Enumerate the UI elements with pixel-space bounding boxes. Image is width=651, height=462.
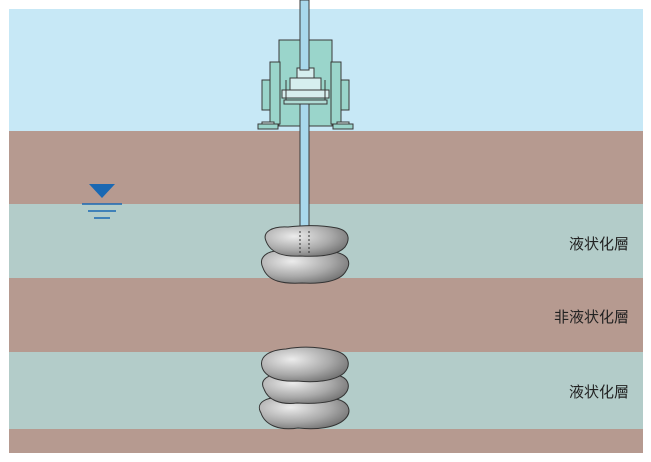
- rig-left-frame: [269, 61, 281, 125]
- rig-left-leg: [261, 79, 271, 111]
- gravel-stone: [261, 346, 349, 383]
- gravel-stone: [264, 225, 349, 257]
- surface-soil-layer: [9, 131, 643, 204]
- lower-liquefiable-layer-label: 液状化層: [568, 383, 629, 401]
- upper-stone-group: [261, 225, 350, 284]
- rig-right-frame: [330, 61, 342, 125]
- bottom-soil-layer: [9, 429, 643, 453]
- water-table-icon: [82, 184, 122, 219]
- non-liquefiable-layer-label: 非液状化層: [553, 308, 629, 326]
- lower-stone-group: [259, 346, 350, 430]
- rig-right-leg: [340, 79, 350, 111]
- drill-rod: [299, 0, 310, 233]
- upper-liquefiable-layer-label: 液状化層: [568, 235, 629, 253]
- non-liquefiable-layer: [9, 278, 643, 352]
